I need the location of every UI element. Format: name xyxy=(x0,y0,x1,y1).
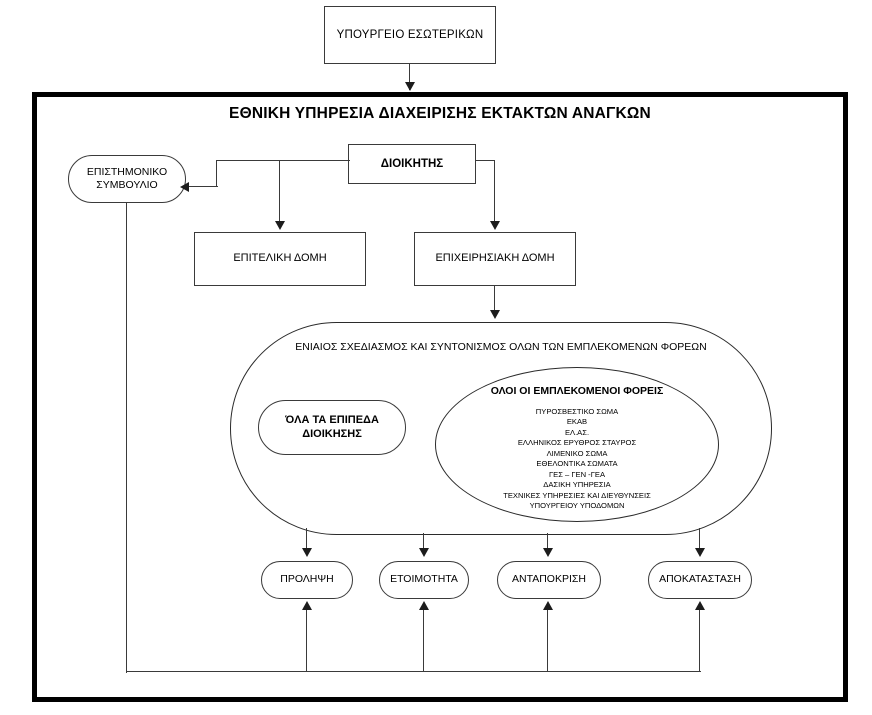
phase-preparedness-label: ΕΤΟΙΜΟΤΗΤΑ xyxy=(390,573,458,586)
operational-structure-node: ΕΠΙΧΕΙΡΗΣΙΑΚΗ ΔΟΜΗ xyxy=(414,232,576,286)
page-title: ΕΘΝΙΚΗ ΥΠΗΡΕΣΙΑ ΔΙΑΧΕΙΡΙΣΗΣ ΕΚΤΑΚΤΩΝ ΑΝΑ… xyxy=(229,105,651,122)
connector-commander-to-council-seg1 xyxy=(216,160,350,162)
list-item: ΓΕΣ – ΓΕΝ -ΓΕΑ xyxy=(548,469,606,479)
list-item: ΕΛ.ΑΣ. xyxy=(564,427,590,437)
arrowhead-operational-to-coordination xyxy=(490,310,500,319)
arrowhead-coordination-to-phase-0 xyxy=(302,548,312,557)
phase-prevention-node: ΠΡΟΛΗΨΗ xyxy=(261,561,353,599)
administration-levels-node: ΌΛΑ ΤΑ ΕΠΙΠΕΔΑ ΔΙΟΙΚΗΣΗΣ xyxy=(258,400,406,455)
connector-commander-to-operational-seg2 xyxy=(494,160,496,223)
arrowhead-feedback-to-phase-3 xyxy=(695,601,705,610)
connector-coordination-to-phase-0 xyxy=(306,528,308,551)
connector-commander-to-council-seg3 xyxy=(188,186,218,188)
connector-coordination-to-phase-2 xyxy=(547,533,549,551)
administration-levels-line1: ΌΛΑ ΤΑ ΕΠΙΠΕΔΑ xyxy=(285,413,379,426)
arrowhead-commander-to-operational xyxy=(490,221,500,230)
arrowhead-commander-to-council xyxy=(180,182,189,192)
administration-levels-line2: ΔΙΟΙΚΗΣΗΣ xyxy=(302,427,362,440)
ministry-box: ΥΠΟΥΡΓΕΙΟ ΕΣΩΤΕΡΙΚΩΝ xyxy=(324,6,496,64)
involved-agencies-title: ΟΛΟΙ ΟΙ ΕΜΠΛΕΚΟΜΕΝΟΙ ΦΟΡΕΙΣ xyxy=(490,385,664,397)
involved-agencies-list: ΠΥΡΟΣΒΕΣΤΙΚΟ ΣΩΜΑ ΕΚΑΒ ΕΛ.ΑΣ. ΕΛΛΗΝΙΚΟΣ … xyxy=(436,407,718,512)
phase-response-node: ΑΝΤΑΠΟΚΡΙΣΗ xyxy=(497,561,601,599)
connector-operational-to-coordination xyxy=(494,286,496,313)
connector-ministry-to-agency xyxy=(409,64,411,90)
arrowhead-coordination-to-phase-1 xyxy=(419,548,429,557)
list-item: ΥΠΟΥΡΓΕΙΟΥ ΥΠΟΔΟΜΩΝ xyxy=(529,501,625,511)
staff-structure-node: ΕΠΙΤΕΛΙΚΗ ΔΟΜΗ xyxy=(194,232,366,286)
list-item: ΕΘΕΛΟΝΤΙΚΑ ΣΩΜΑΤΑ xyxy=(536,459,618,469)
arrowhead-feedback-to-phase-1 xyxy=(419,601,429,610)
list-item: ΔΑΣΙΚΗ ΥΠΗΡΕΣΙΑ xyxy=(543,480,611,490)
phase-preparedness-node: ΕΤΟΙΜΟΤΗΤΑ xyxy=(379,561,469,599)
arrowhead-ministry-to-agency xyxy=(405,82,415,91)
coordination-label: ΕΝΙΑΙΟΣ ΣΧΕΔΙΑΣΜΟΣ ΚΑΙ ΣΥΝΤΟΝΙΣΜΟΣ ΟΛΩΝ … xyxy=(295,341,707,353)
list-item: ΤΕΧΝΙΚΕΣ ΥΠΗΡΕΣΙΕΣ ΚΑΙ ΔΙΕΥΘΥΝΣΕΙΣ xyxy=(503,490,651,500)
phase-prevention-label: ΠΡΟΛΗΨΗ xyxy=(280,573,334,586)
connector-feedback-to-phase-0 xyxy=(306,609,308,672)
connector-coordination-to-phase-3 xyxy=(699,528,701,551)
connector-feedback-to-phase-3 xyxy=(699,609,701,672)
scientific-council-label: ΕΠΙΣΤΗΜΟΝΙΚΟ ΣΥΜΒΟΥΛΙΟ xyxy=(86,165,168,191)
scientific-council-node: ΕΠΙΣΤΗΜΟΝΙΚΟ ΣΥΜΒΟΥΛΙΟ xyxy=(68,155,186,203)
arrowhead-coordination-to-phase-2 xyxy=(543,548,553,557)
connector-coordination-to-phase-1 xyxy=(423,533,425,551)
connector-feedback-to-phase-1 xyxy=(423,609,425,672)
connector-council-feedback-riser xyxy=(126,203,128,673)
arrowhead-feedback-to-phase-2 xyxy=(543,601,553,610)
connector-commander-to-council-seg2 xyxy=(216,160,218,187)
involved-agencies-ellipse: ΟΛΟΙ ΟΙ ΕΜΠΛΕΚΟΜΕΝΟΙ ΦΟΡΕΙΣ ΠΥΡΟΣΒΕΣΤΙΚΟ… xyxy=(435,367,719,522)
phase-recovery-node: ΑΠΟΚΑΤΑΣΤΑΣΗ xyxy=(648,561,752,599)
list-item: ΕΚΑΒ xyxy=(566,417,588,427)
list-item: ΠΥΡΟΣΒΕΣΤΙΚΟ ΣΩΜΑ xyxy=(535,407,619,416)
list-item: ΛΙΜΕΝΙΚΟ ΣΩΜΑ xyxy=(546,448,608,458)
commander-label: ΔΙΟΙΚΗΤΗΣ xyxy=(380,157,444,170)
commander-node: ΔΙΟΙΚΗΤΗΣ xyxy=(348,144,476,184)
ministry-label: ΥΠΟΥΡΓΕΙΟ ΕΣΩΤΕΡΙΚΩΝ xyxy=(336,28,484,41)
connector-commander-to-operational-seg1 xyxy=(476,160,495,162)
arrowhead-coordination-to-phase-3 xyxy=(695,548,705,557)
list-item: ΕΛΛΗΝΙΚΟΣ ΕΡΥΘΡΟΣ ΣΤΑΥΡΟΣ xyxy=(517,438,637,448)
arrowhead-feedback-to-phase-0 xyxy=(302,601,312,610)
operational-structure-label: ΕΠΙΧΕΙΡΗΣΙΑΚΗ ΔΟΜΗ xyxy=(435,252,555,265)
staff-structure-label: ΕΠΙΤΕΛΙΚΗ ΔΟΜΗ xyxy=(233,252,327,265)
connector-commander-to-staff-structure xyxy=(279,160,281,223)
phase-recovery-label: ΑΠΟΚΑΤΑΣΤΑΣΗ xyxy=(659,573,741,586)
phase-response-label: ΑΝΤΑΠΟΚΡΙΣΗ xyxy=(512,573,586,586)
arrowhead-commander-to-staff-structure xyxy=(275,221,285,230)
connector-feedback-to-phase-2 xyxy=(547,609,549,672)
connector-feedback-bus xyxy=(126,671,701,673)
